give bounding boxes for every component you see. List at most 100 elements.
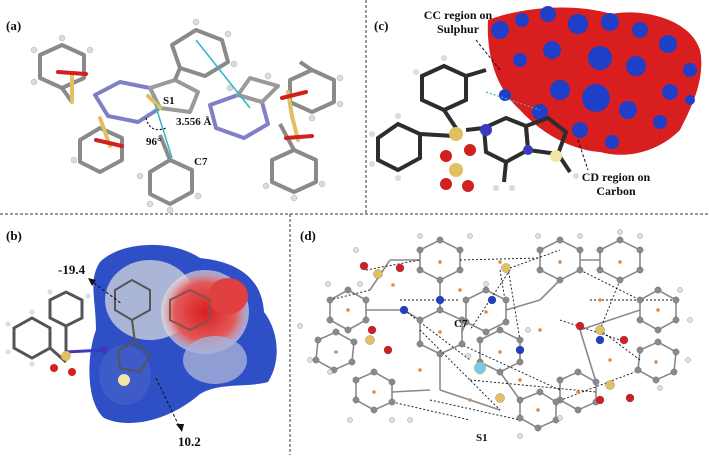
phenyl-ring xyxy=(270,148,318,194)
graph-atom xyxy=(314,336,322,344)
bond-path-dashed xyxy=(365,259,421,271)
graph-atom xyxy=(634,366,642,374)
sulfonyl-oxygen-bond xyxy=(94,138,124,148)
graph-atom xyxy=(654,326,662,334)
curvedness-blue-patches xyxy=(491,6,697,149)
oxygen-atom xyxy=(440,150,452,162)
panel-a-molecule-dimer xyxy=(30,18,344,214)
bond xyxy=(298,60,314,72)
graph-atom xyxy=(636,296,644,304)
curvedness-blue-patch xyxy=(619,101,637,119)
nitrogen-atom xyxy=(100,346,108,354)
graph-bond xyxy=(579,309,641,331)
bond-path-dashed xyxy=(459,257,541,261)
graph-atom xyxy=(353,247,359,253)
bond-path-dashed xyxy=(391,401,471,421)
graph-atom xyxy=(326,316,334,324)
critical-point xyxy=(654,360,658,364)
graph-atom xyxy=(502,318,510,326)
bond-path-dashed xyxy=(419,329,501,411)
bond xyxy=(173,67,182,81)
graph-atom xyxy=(595,325,605,335)
graph-atom xyxy=(637,233,643,239)
critical-point xyxy=(608,358,612,362)
bond xyxy=(502,161,508,183)
critical-point xyxy=(418,368,422,372)
critical-point xyxy=(334,350,338,354)
sulfur-atom xyxy=(449,127,463,141)
bond-path-dashed xyxy=(599,329,641,361)
phenyl-ring xyxy=(288,68,336,114)
critical-point xyxy=(576,390,580,394)
curvedness-blue-patch xyxy=(601,13,619,31)
graph-atom xyxy=(370,368,378,376)
esp-value-top: -19.4 xyxy=(58,262,86,277)
bond-path-dashed xyxy=(499,269,506,301)
graph-atom xyxy=(465,353,471,359)
graph-atom xyxy=(352,396,360,404)
atom-label-c7-graph: C7 xyxy=(454,318,468,330)
graph-atom xyxy=(325,281,331,287)
bond xyxy=(158,134,172,161)
graph-atom xyxy=(687,317,693,323)
critical-point xyxy=(391,283,395,287)
graph-bond xyxy=(539,279,561,301)
graph-atom xyxy=(534,424,542,432)
atom-label-s1-graph: S1 xyxy=(476,432,488,444)
graph-bond xyxy=(505,299,541,311)
graph-atom xyxy=(672,296,680,304)
graph-atom xyxy=(557,415,563,421)
phenyl-ring xyxy=(48,290,84,328)
graph-atom xyxy=(501,263,511,273)
sulfonyl-oxygen-bond xyxy=(284,134,314,140)
graph-atom xyxy=(416,340,424,348)
graph-bond xyxy=(499,371,521,401)
curvedness-blue-patch xyxy=(543,41,561,59)
bond xyxy=(419,132,455,138)
graph-atom xyxy=(476,336,484,344)
graph-atom xyxy=(536,246,544,254)
arrow-line-bottom xyxy=(155,377,181,429)
critical-point xyxy=(484,310,488,314)
graph-atom xyxy=(502,296,510,304)
graph-atom xyxy=(657,385,663,391)
bond-path-dashed xyxy=(509,249,561,269)
phenyl-ring xyxy=(376,121,422,173)
critical-point xyxy=(438,330,442,334)
curvedness-blue-patch xyxy=(568,14,588,34)
graph-atom xyxy=(436,276,444,284)
graph-atom xyxy=(436,350,444,358)
graph-atom xyxy=(595,335,605,345)
graph-atom xyxy=(359,261,369,271)
graph-atom xyxy=(407,417,413,423)
curvedness-blue-patch xyxy=(659,35,677,53)
graph-atom xyxy=(462,318,470,326)
critical-point xyxy=(538,328,542,332)
nitrogen-atom xyxy=(480,124,492,136)
graph-atom xyxy=(636,346,644,354)
graph-atom xyxy=(436,306,444,314)
graph-atom xyxy=(350,338,358,346)
graph-atom xyxy=(595,395,605,405)
critical-point xyxy=(372,390,376,394)
graph-atom xyxy=(535,233,541,239)
graph-atom xyxy=(596,246,604,254)
graph-atom xyxy=(435,295,445,305)
graph-atom xyxy=(577,233,583,239)
bond-path-dashed xyxy=(579,269,641,301)
graph-atom xyxy=(677,287,683,293)
graph-atom xyxy=(516,396,524,404)
curvedness-blue-patch xyxy=(499,89,511,101)
graph-atom xyxy=(395,263,405,273)
graph-atom xyxy=(654,338,662,346)
graph-atom xyxy=(352,376,360,384)
sulfur-atom xyxy=(550,150,562,162)
panel-label-d: (d) xyxy=(300,228,316,243)
graph-atom xyxy=(383,345,393,355)
oxygen-atom xyxy=(464,144,476,156)
bond xyxy=(131,319,136,343)
graph-atom xyxy=(487,295,497,305)
ring xyxy=(169,288,211,332)
sulfur-atom xyxy=(449,163,463,177)
oxygen-atom xyxy=(50,364,58,372)
